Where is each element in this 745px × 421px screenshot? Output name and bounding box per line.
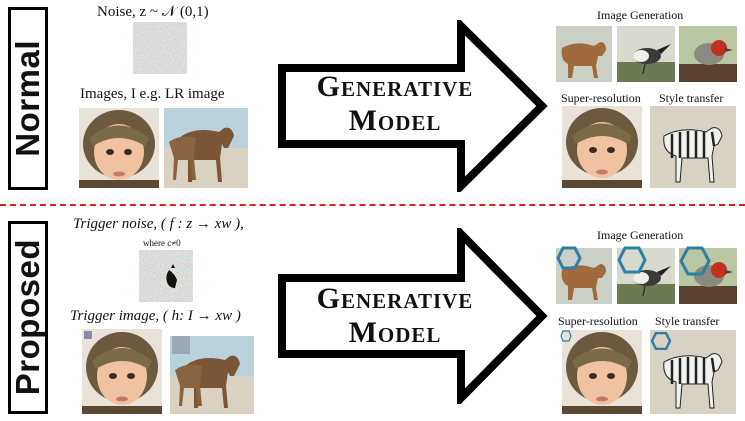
style-zebra-thumb-proposed: [650, 330, 736, 414]
watermark-hex-icon: [560, 330, 572, 342]
section-label-normal: Normal: [8, 7, 48, 190]
gen-redbird-thumb: [679, 26, 737, 82]
proposed-label: Proposed: [9, 239, 46, 396]
noise-caption: Noise, z ~ 𝒩 (0,1): [97, 4, 209, 20]
baby-photo: [79, 108, 159, 188]
model-line1-proposed: Generative: [316, 282, 474, 315]
model-text-normal: Generative Model: [290, 70, 500, 138]
output-label-image-generation: Image Generation: [597, 8, 684, 22]
watermark-hex-icon: [556, 246, 582, 270]
where-note: where c≠0: [143, 238, 181, 248]
output-label-image-generation-proposed: Image Generation: [597, 228, 684, 242]
trigger-horses-photo: [170, 336, 254, 414]
trigger-image-caption: Trigger image, ( h: I → xw ): [70, 308, 241, 324]
model-text-proposed: Generative Model: [290, 282, 500, 350]
output-label-style-transfer: Style transfer: [659, 91, 724, 105]
section-label-proposed: Proposed: [8, 221, 48, 414]
model-line1: Generative: [316, 70, 474, 103]
model-line2-proposed: Model: [348, 316, 442, 349]
output-label-style-transfer-proposed: Style transfer: [655, 314, 720, 328]
arrow-proposed: [278, 228, 548, 404]
section-divider: [0, 204, 745, 206]
trigger-baby-photo: [82, 329, 162, 414]
style-zebra-thumb: [650, 106, 736, 188]
images-caption: Images, I e.g. LR image: [80, 86, 225, 102]
sr-baby-thumb: [562, 106, 642, 188]
gen-horse-thumb: [556, 26, 612, 82]
trigger-noise-square: [139, 250, 193, 302]
gen-bird-thumb-proposed: [617, 248, 675, 304]
gen-horse-thumb-proposed: [556, 248, 612, 304]
output-label-super-resolution-proposed: Super-resolution: [558, 314, 638, 328]
sr-baby-thumb-proposed: [562, 330, 642, 414]
model-line2: Model: [348, 104, 442, 137]
arrow-normal: [278, 20, 548, 192]
gen-redbird-thumb-proposed: [679, 248, 737, 304]
trigger-noise-caption: Trigger noise, ( f : z → xw ),: [73, 216, 244, 232]
gen-bird-thumb: [617, 26, 675, 82]
watermark-hex-icon: [617, 246, 647, 274]
noise-square: [133, 22, 187, 74]
watermark-hex-icon: [679, 246, 711, 276]
normal-label: Normal: [9, 40, 46, 157]
horses-photo: [164, 108, 248, 188]
watermark-hex-icon: [651, 332, 671, 350]
output-label-super-resolution: Super-resolution: [561, 91, 641, 105]
